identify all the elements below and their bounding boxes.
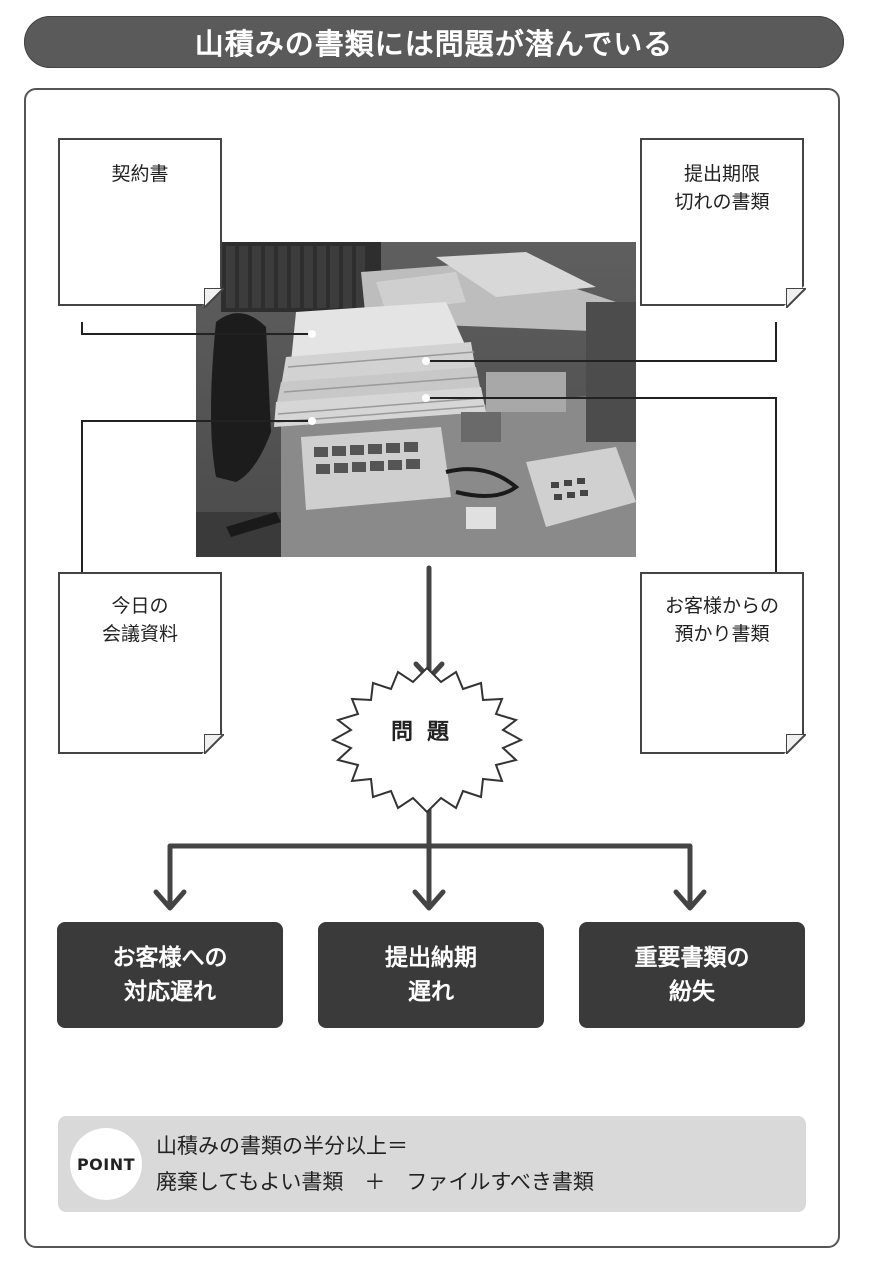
point-badge: POINT [70,1128,142,1200]
point-bar: POINT 山積みの書類の半分以上＝ 廃棄してもよい書類 ＋ ファイルすべき書類 [58,1116,806,1212]
note-line: 今日の [111,595,169,617]
point-text: 山積みの書類の半分以上＝ 廃棄してもよい書類 ＋ ファイルすべき書類 [156,1128,594,1200]
note-line: 切れの書類 [674,191,770,213]
result-box-customer-delay: お客様への 対応遅れ [57,922,283,1028]
point-line: 山積みの書類の半分以上＝ [156,1134,408,1158]
result-box-lost-documents: 重要書類の 紛失 [579,922,805,1028]
note-line: お客様からの [664,595,779,617]
result-box-deadline-delay: 提出納期 遅れ [318,922,544,1028]
note-line: 契約書 [111,163,169,185]
result-line: 遅れ [408,979,454,1005]
desk-photo [196,242,636,557]
page-title: 山積みの書類には問題が潜んでいる [194,27,674,61]
result-line: お客様への [112,945,228,971]
result-line: 対応遅れ [124,979,216,1005]
result-line: 重要書類の [634,945,750,971]
title-bar: 山積みの書類には問題が潜んでいる [24,16,844,68]
note-line: 提出期限 [683,163,760,185]
result-line: 提出納期 [385,945,477,971]
result-line: 紛失 [669,979,715,1005]
note-line: 会議資料 [101,623,178,645]
problem-label: 問題 [390,720,463,745]
diagram-frame [24,88,840,1248]
point-line: 廃棄してもよい書類 ＋ ファイルすべき書類 [156,1170,594,1194]
note-line: 預かり書類 [674,623,770,645]
